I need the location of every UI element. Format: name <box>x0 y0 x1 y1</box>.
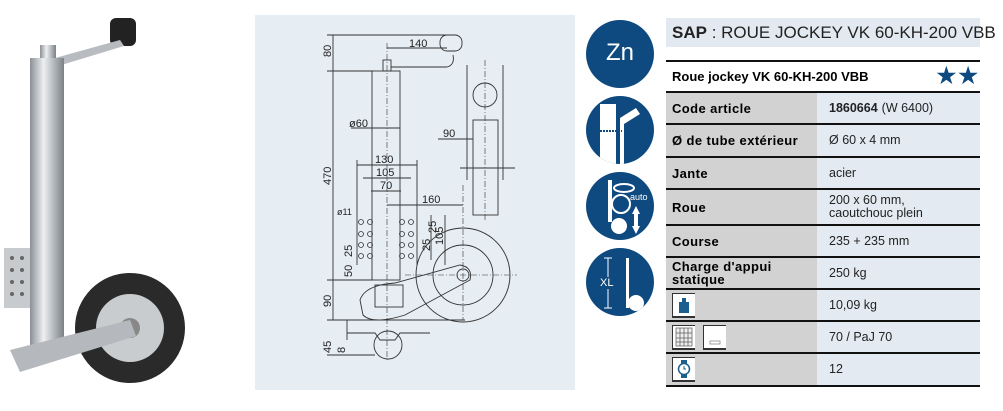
table-row-weight: 10,09 kg <box>666 290 980 322</box>
row-label: Ø de tube extérieur <box>666 125 817 156</box>
dim-70: 70 <box>380 180 392 192</box>
dim-8: 8 <box>336 347 348 353</box>
zinc-icon: Zn <box>586 20 654 88</box>
sap-label: SAP <box>672 23 707 42</box>
row-label: Jante <box>666 158 817 188</box>
dim-phi60: ø60 <box>349 118 368 130</box>
dim-phi11: ø11 <box>337 207 352 217</box>
auto-wheel-icon: auto <box>586 172 654 240</box>
xl-badge-text: XL <box>600 277 614 289</box>
dim-80: 80 <box>322 45 334 57</box>
row-value: (W 6400) <box>881 100 934 115</box>
dim-90-vertical: 90 <box>322 295 334 307</box>
row-label: Code article <box>666 93 817 123</box>
row-value: 250 kg <box>817 258 980 288</box>
table-row-wheel: Roue 200 x 60 mm,caoutchouc plein <box>666 190 980 226</box>
title-separator: : <box>706 23 722 42</box>
table-row-packaging: 12 <box>666 354 980 387</box>
page-title: ROUE JOCKEY VK 60-KH-200 VBB <box>721 23 996 42</box>
row-value: 12 <box>817 354 980 385</box>
pallet-icon <box>672 324 695 350</box>
row-value: 10,09 kg <box>817 290 980 320</box>
row-label-line2: statique <box>672 272 726 287</box>
row-label: Charge d'appui <box>672 259 772 274</box>
row-value: 235 + 235 mm <box>817 226 980 256</box>
tube-clamp-icon <box>586 96 654 164</box>
row-label: Course <box>666 226 817 256</box>
product-photo <box>4 18 185 383</box>
xl-length-icon: XL <box>586 248 654 316</box>
dim-105-vertical: 105 <box>434 227 446 245</box>
spec-table: SAP : ROUE JOCKEY VK 60-KH-200 VBB Roue … <box>666 18 996 387</box>
technical-drawing: 80 470 90 140 ø60 130 105 70 160 ø11 25 … <box>255 15 575 390</box>
dim-140: 140 <box>409 38 427 50</box>
article-code: 1860664 <box>829 100 878 115</box>
sap-title: SAP : ROUE JOCKEY VK 60-KH-200 VBB <box>666 18 996 47</box>
dim-50: 50 <box>343 265 355 277</box>
table-row-pallet: 70 / PaJ 70 <box>666 322 980 354</box>
row-value: acier <box>817 158 980 188</box>
dim-45: 45 <box>322 341 334 353</box>
row-value: Ø 60 x 4 mm <box>817 125 980 156</box>
zinc-badge-text: Zn <box>605 39 634 66</box>
dim-25-left: 25 <box>343 245 355 257</box>
row-label: Roue <box>666 190 817 224</box>
dim-90-side: 90 <box>443 128 455 140</box>
row-value-line2: caoutchouc plein <box>829 206 923 220</box>
dim-130: 130 <box>375 154 393 166</box>
product-name: Roue jockey VK 60-KH-200 VBB <box>672 69 869 84</box>
table-row-code: Code article 1860664(W 6400) <box>666 93 980 125</box>
product-name-row: Roue jockey VK 60-KH-200 VBB ★★ <box>666 60 980 93</box>
dim-470: 470 <box>322 167 334 185</box>
dim-105: 105 <box>376 167 394 179</box>
clock-icon <box>672 357 695 382</box>
dim-25-right-2: 25 <box>421 239 433 251</box>
dim-160: 160 <box>422 194 440 206</box>
row-value: 70 / PaJ 70 <box>817 322 980 352</box>
row-value: 200 x 60 mm, <box>829 193 905 207</box>
pallet-base-icon <box>703 324 726 350</box>
dim-25-right-1: 25 <box>427 221 439 233</box>
auto-badge-text: auto <box>630 192 648 202</box>
rating-stars-icon: ★★ <box>936 63 980 88</box>
weight-icon <box>672 292 695 318</box>
